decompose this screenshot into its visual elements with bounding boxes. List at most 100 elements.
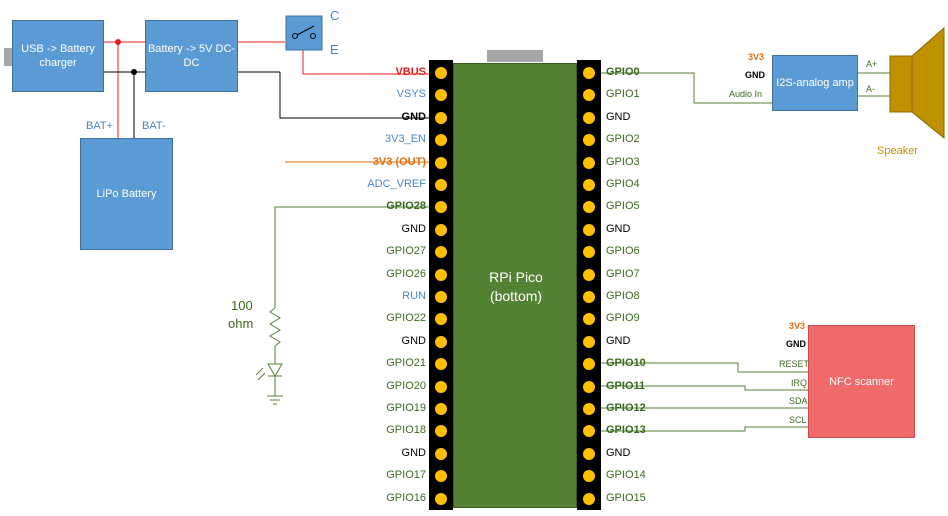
right-pin-label: GPIO6 — [606, 245, 640, 258]
wire-gpio13-scl — [600, 426, 808, 432]
right-pin-dot — [583, 67, 595, 79]
left-pin-dot — [435, 313, 447, 326]
wire-gpio10-reset — [600, 362, 808, 373]
amp-module: I2S-analog amp — [772, 55, 858, 111]
left-pin-label: RUN — [402, 290, 426, 302]
right-pin-dot — [583, 335, 595, 348]
left-pin-dot — [435, 179, 447, 191]
left-pin-label: GND — [401, 110, 426, 123]
bat-plus-label: BAT+ — [86, 120, 114, 132]
wire-gpio0-audio — [600, 72, 772, 104]
left-pin-label: GPIO17 — [386, 469, 426, 482]
wire-switch-vbus — [302, 50, 430, 75]
wire-gpio11-irq — [600, 385, 808, 391]
left-pin-label: GPIO22 — [386, 312, 426, 325]
nfc-3v3-pin: 3V3 — [789, 321, 806, 331]
left-pin-label: GPIO16 — [386, 491, 426, 504]
left-pin-label: GND — [401, 222, 426, 235]
left-pin-label: VBUS — [395, 66, 426, 78]
right-pin-dot — [583, 291, 595, 303]
nfc-irq-pin: IRQ — [791, 378, 808, 388]
dcdc-module: Battery -> 5V DC-DC — [145, 20, 238, 92]
resistor-unit: ohm — [228, 316, 254, 331]
left-pin-label: 3V3_EN — [385, 133, 426, 146]
nfc-title: NFC scanner — [829, 375, 894, 388]
left-pin-dot — [435, 268, 447, 281]
left-pin-dot — [435, 380, 447, 393]
left-pin-label: GPIO26 — [386, 267, 426, 280]
right-pin-label: GPIO1 — [606, 88, 640, 101]
charger-label: USB -> Battery charger — [21, 43, 95, 69]
amp-audio-in-pin: Audio In — [729, 89, 763, 99]
right-pin-label: GPIO7 — [606, 267, 640, 280]
nfc-scl-pin: SCL — [789, 415, 807, 425]
left-pin-dot — [435, 246, 447, 259]
left-pin-label: GPIO20 — [386, 379, 426, 392]
left-pin-dot — [435, 89, 447, 102]
left-pin-label: 3V3 (OUT) — [372, 155, 426, 168]
amp-aplus-pin: A+ — [866, 59, 878, 69]
switch-e-label: E — [330, 42, 339, 57]
right-pin-label: GPIO13 — [606, 424, 646, 437]
led-light-ray-2 — [257, 372, 266, 381]
right-pin-dot — [583, 403, 595, 415]
nfc-sda-pin: SDA — [789, 396, 808, 406]
nfc-reset-pin: RESET — [779, 359, 810, 369]
right-pin-dot — [583, 156, 595, 169]
left-pin-dot — [435, 470, 447, 483]
right-pin-label: GPIO14 — [606, 469, 646, 482]
resistor-icon — [269, 307, 281, 347]
right-pin-dot — [583, 447, 595, 460]
right-pin-dot — [583, 313, 595, 326]
right-pin-dot — [583, 223, 595, 236]
left-pin-label: GND — [401, 334, 426, 347]
right-pin-dot — [583, 89, 595, 102]
battery-module: LiPo Battery — [80, 138, 173, 250]
right-pin-dot — [583, 425, 595, 438]
right-pin-label: GPIO15 — [606, 491, 646, 504]
speaker-icon — [889, 55, 913, 113]
left-pin-label: GPIO28 — [386, 200, 426, 213]
amp-3v3-pin: 3V3 — [748, 52, 765, 62]
left-pin-dot — [435, 223, 447, 236]
right-pin-label: GND — [606, 446, 631, 459]
right-pin-label: GPIO5 — [606, 200, 640, 213]
switch-c-label: C — [330, 8, 340, 23]
left-pin-label: GPIO18 — [386, 424, 426, 437]
nfc-gnd-pin: GND — [786, 339, 806, 349]
led-light-ray-1 — [255, 367, 264, 376]
usb-connector-icon — [4, 48, 12, 66]
pico-board: RPi Pico (bottom) — [453, 63, 577, 508]
pico-title: RPi Pico — [489, 269, 543, 285]
left-pin-dot — [435, 492, 447, 505]
left-pin-label: GPIO27 — [386, 245, 426, 258]
dcdc-label: Battery -> 5V DC-DC — [147, 43, 236, 69]
bat-minus-label: BAT- — [142, 120, 166, 132]
right-pin-label: GND — [606, 222, 631, 235]
right-pin-label: GPIO3 — [606, 155, 640, 168]
right-pin-label: GPIO11 — [606, 379, 646, 392]
right-pin-label: GPIO12 — [606, 402, 646, 414]
right-pin-dot — [583, 134, 595, 147]
right-pin-dot — [583, 358, 595, 371]
nfc-module: NFC scanner — [808, 325, 915, 438]
amp-gnd-pin: GND — [745, 70, 765, 80]
left-pin-dot — [435, 111, 447, 124]
left-pin-dot — [435, 134, 447, 147]
right-pin-dot — [583, 179, 595, 191]
left-pin-dot — [435, 425, 447, 438]
left-pin-label: GPIO19 — [386, 402, 426, 414]
pico-usb-port-icon — [487, 50, 543, 62]
left-pin-label: GPIO21 — [386, 357, 426, 370]
right-pin-dot — [583, 470, 595, 483]
switch-contact-a — [292, 33, 298, 39]
resistor-value: 100 — [231, 298, 253, 313]
speaker-label: Speaker — [877, 145, 918, 157]
left-pin-dot — [435, 67, 447, 79]
pico-subtitle: (bottom) — [489, 288, 543, 304]
right-pin-label: GPIO0 — [606, 66, 640, 78]
left-pin-label: GND — [401, 446, 426, 459]
right-pin-label: GPIO4 — [606, 178, 640, 190]
right-pin-dot — [583, 246, 595, 259]
